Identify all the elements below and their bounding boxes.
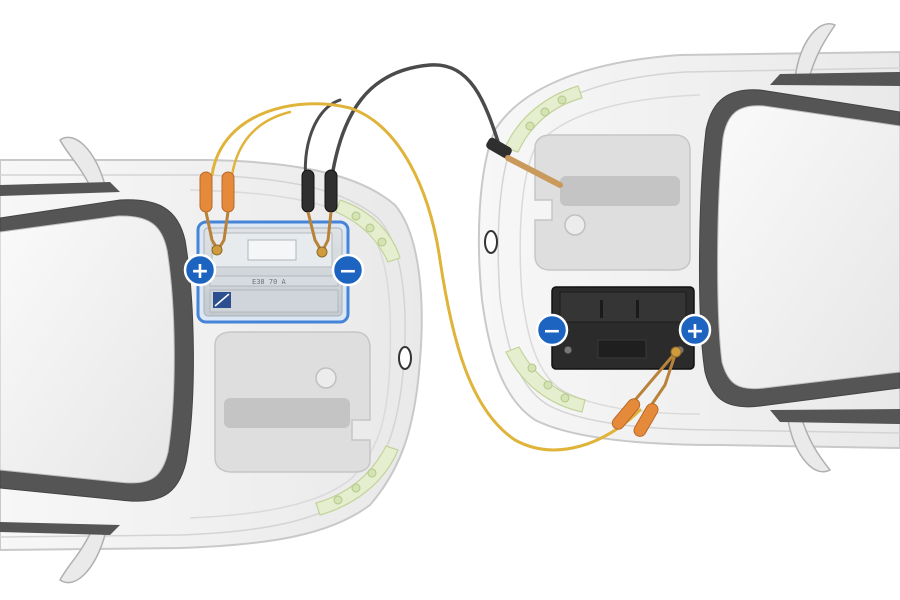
dead-positive-clamp <box>611 346 682 437</box>
ground-clamp-right <box>486 137 563 188</box>
dead-positive-label: + <box>686 319 704 344</box>
right-car <box>477 23 900 473</box>
donor-positive-terminal: + <box>183 253 217 287</box>
battery-label-text: E38 70 A <box>252 278 287 286</box>
left-windshield <box>0 215 175 484</box>
donor-negative-label: − <box>339 259 357 284</box>
right-windshield <box>717 105 900 390</box>
dead-negative-terminal: − <box>535 313 569 347</box>
donor-negative-clamp <box>301 169 338 258</box>
left-car-badge <box>398 346 412 370</box>
positive-cable <box>210 102 642 452</box>
dead-negative-label: − <box>543 319 561 344</box>
negative-cable <box>328 63 502 192</box>
dead-positive-terminal: + <box>678 313 712 347</box>
donor-positive-clamp <box>199 171 235 256</box>
right-car-badge <box>484 230 498 254</box>
donor-positive-label: + <box>191 259 209 284</box>
donor-negative-terminal: − <box>331 253 365 287</box>
donor-battery: E38 70 A <box>196 220 350 324</box>
left-car-mirror-bottom <box>59 529 106 584</box>
